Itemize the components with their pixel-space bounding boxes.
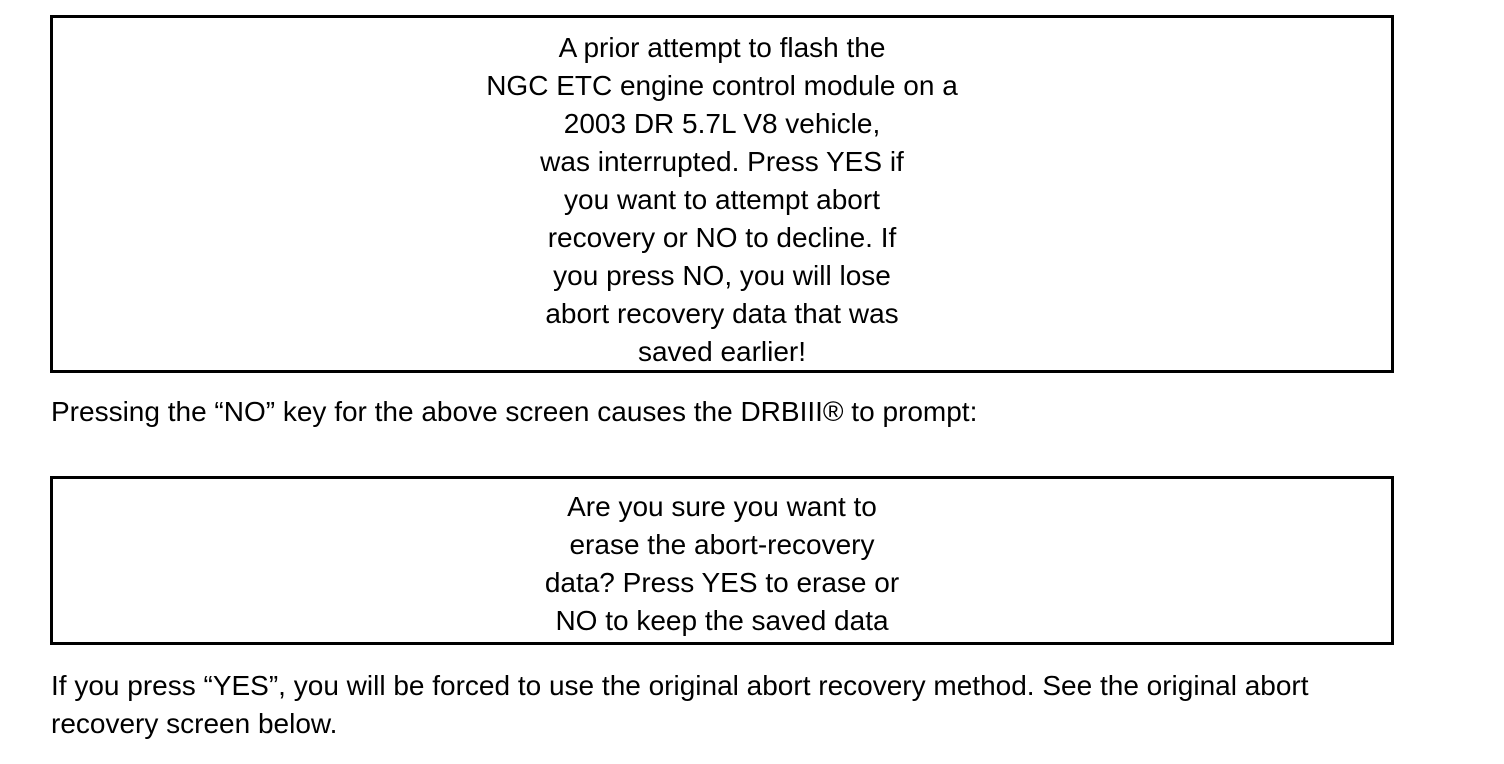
paragraph-after-box-1: Pressing the “NO” key for the above scre…: [51, 396, 978, 427]
screen-line: NGC ETC engine control module on a: [486, 70, 958, 101]
screen-line: was interrupted. Press YES if: [540, 146, 904, 177]
paragraph-after-box-2: If you press “YES”, you will be forced t…: [51, 670, 1309, 739]
screen-line: erase the abort-recovery: [569, 529, 875, 560]
screen-line: abort recovery data that was: [545, 298, 899, 329]
erase-confirmation-screen: Are you sure you want to erase the abort…: [50, 476, 1394, 645]
screen-line: data? Press YES to erase or: [544, 567, 900, 598]
screen-message-lines: A prior attempt to flash the NGC ETC eng…: [53, 18, 1391, 371]
screen-line: you press NO, you will lose: [553, 260, 891, 291]
screen-line: saved earlier!: [637, 336, 807, 367]
screen-line: you want to attempt abort: [564, 184, 880, 215]
abort-recovery-prompt-screen: A prior attempt to flash the NGC ETC eng…: [50, 15, 1394, 373]
screen-line: Are you sure you want to: [567, 491, 877, 522]
screen-message-lines: Are you sure you want to erase the abort…: [53, 479, 1391, 640]
screen-line: 2003 DR 5.7L V8 vehicle,: [563, 108, 881, 139]
screen-line: recovery or NO to decline. If: [547, 222, 897, 253]
screen-line: NO to keep the saved data: [555, 605, 889, 636]
screen-line: A prior attempt to flash the: [558, 32, 886, 63]
